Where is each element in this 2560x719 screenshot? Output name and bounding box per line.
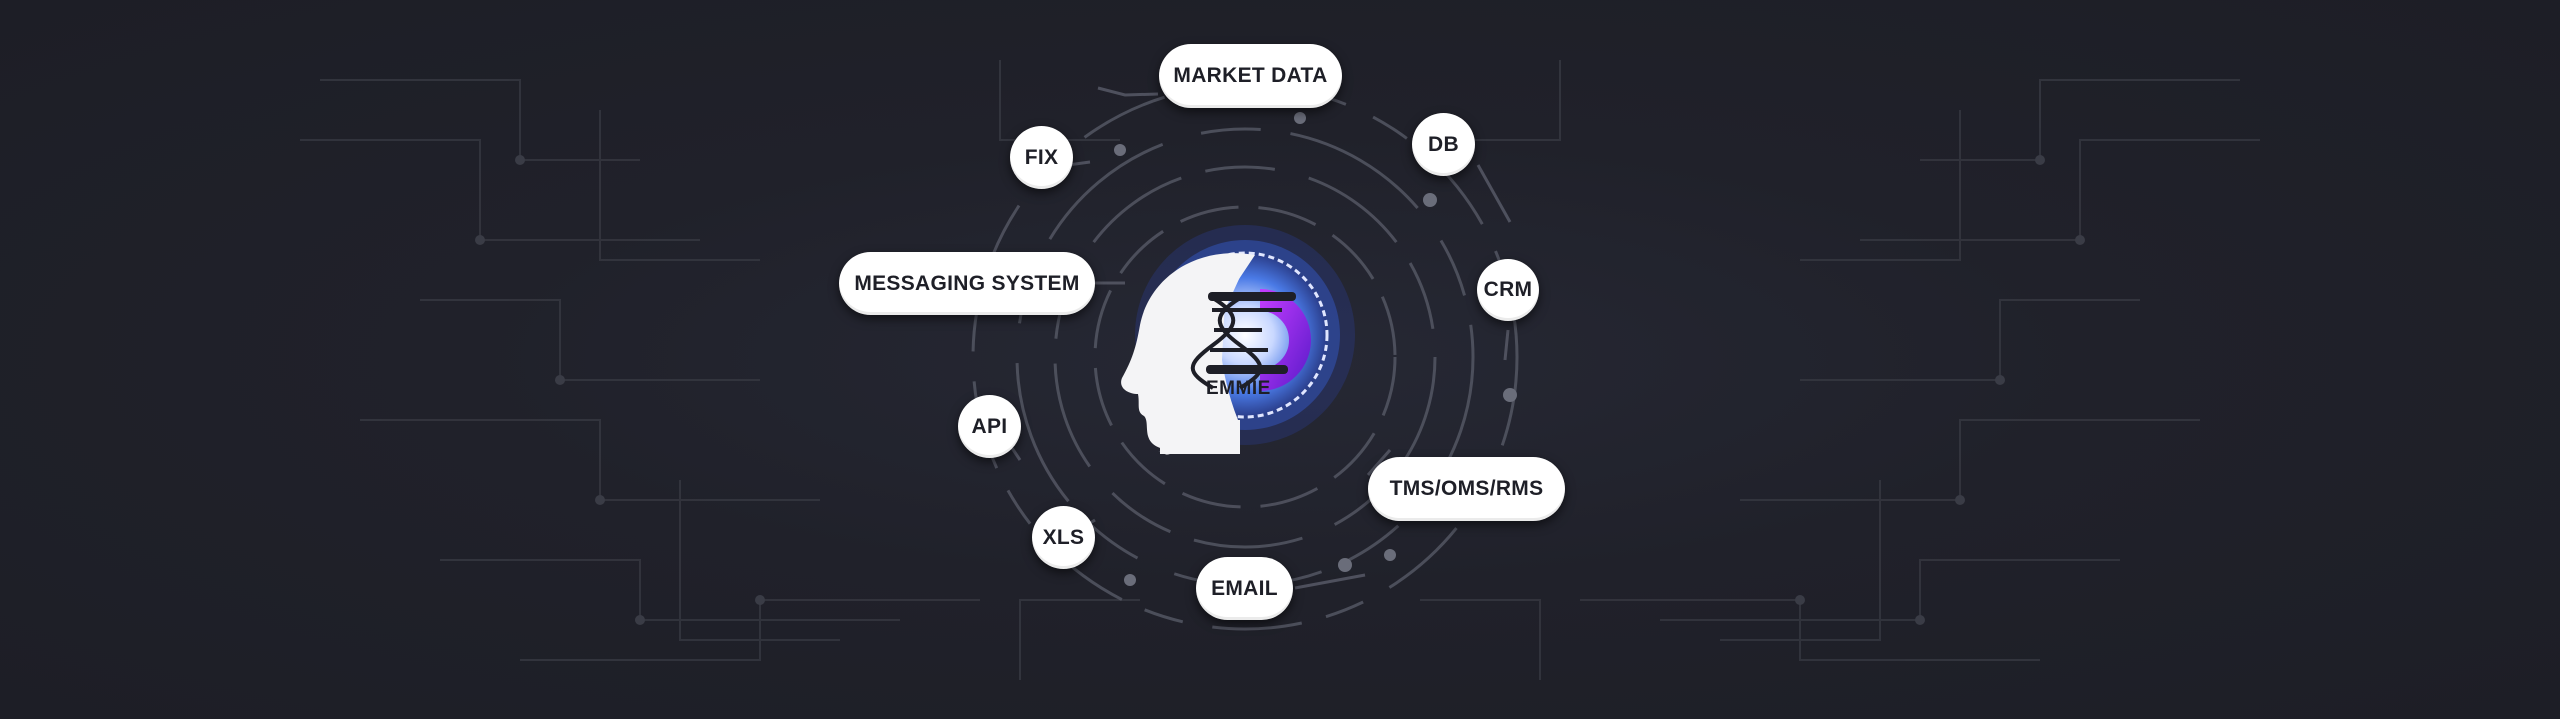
node-api: API bbox=[958, 395, 1021, 458]
node-email: EMAIL bbox=[1196, 557, 1293, 620]
node-xls: XLS bbox=[1032, 506, 1095, 569]
node-crm: CRM bbox=[1477, 259, 1539, 321]
center-label: EMMIE bbox=[1206, 378, 1271, 399]
node-market-data: MARKET DATA bbox=[1159, 44, 1342, 108]
circuit-traces bbox=[300, 60, 2260, 680]
circuit-nodes bbox=[475, 155, 2085, 625]
node-messaging-system: MESSAGING SYSTEM bbox=[839, 252, 1095, 315]
node-db: DB bbox=[1412, 113, 1475, 176]
node-fix: FIX bbox=[1010, 126, 1073, 189]
node-tms-oms-rms: TMS/OMS/RMS bbox=[1368, 457, 1565, 521]
